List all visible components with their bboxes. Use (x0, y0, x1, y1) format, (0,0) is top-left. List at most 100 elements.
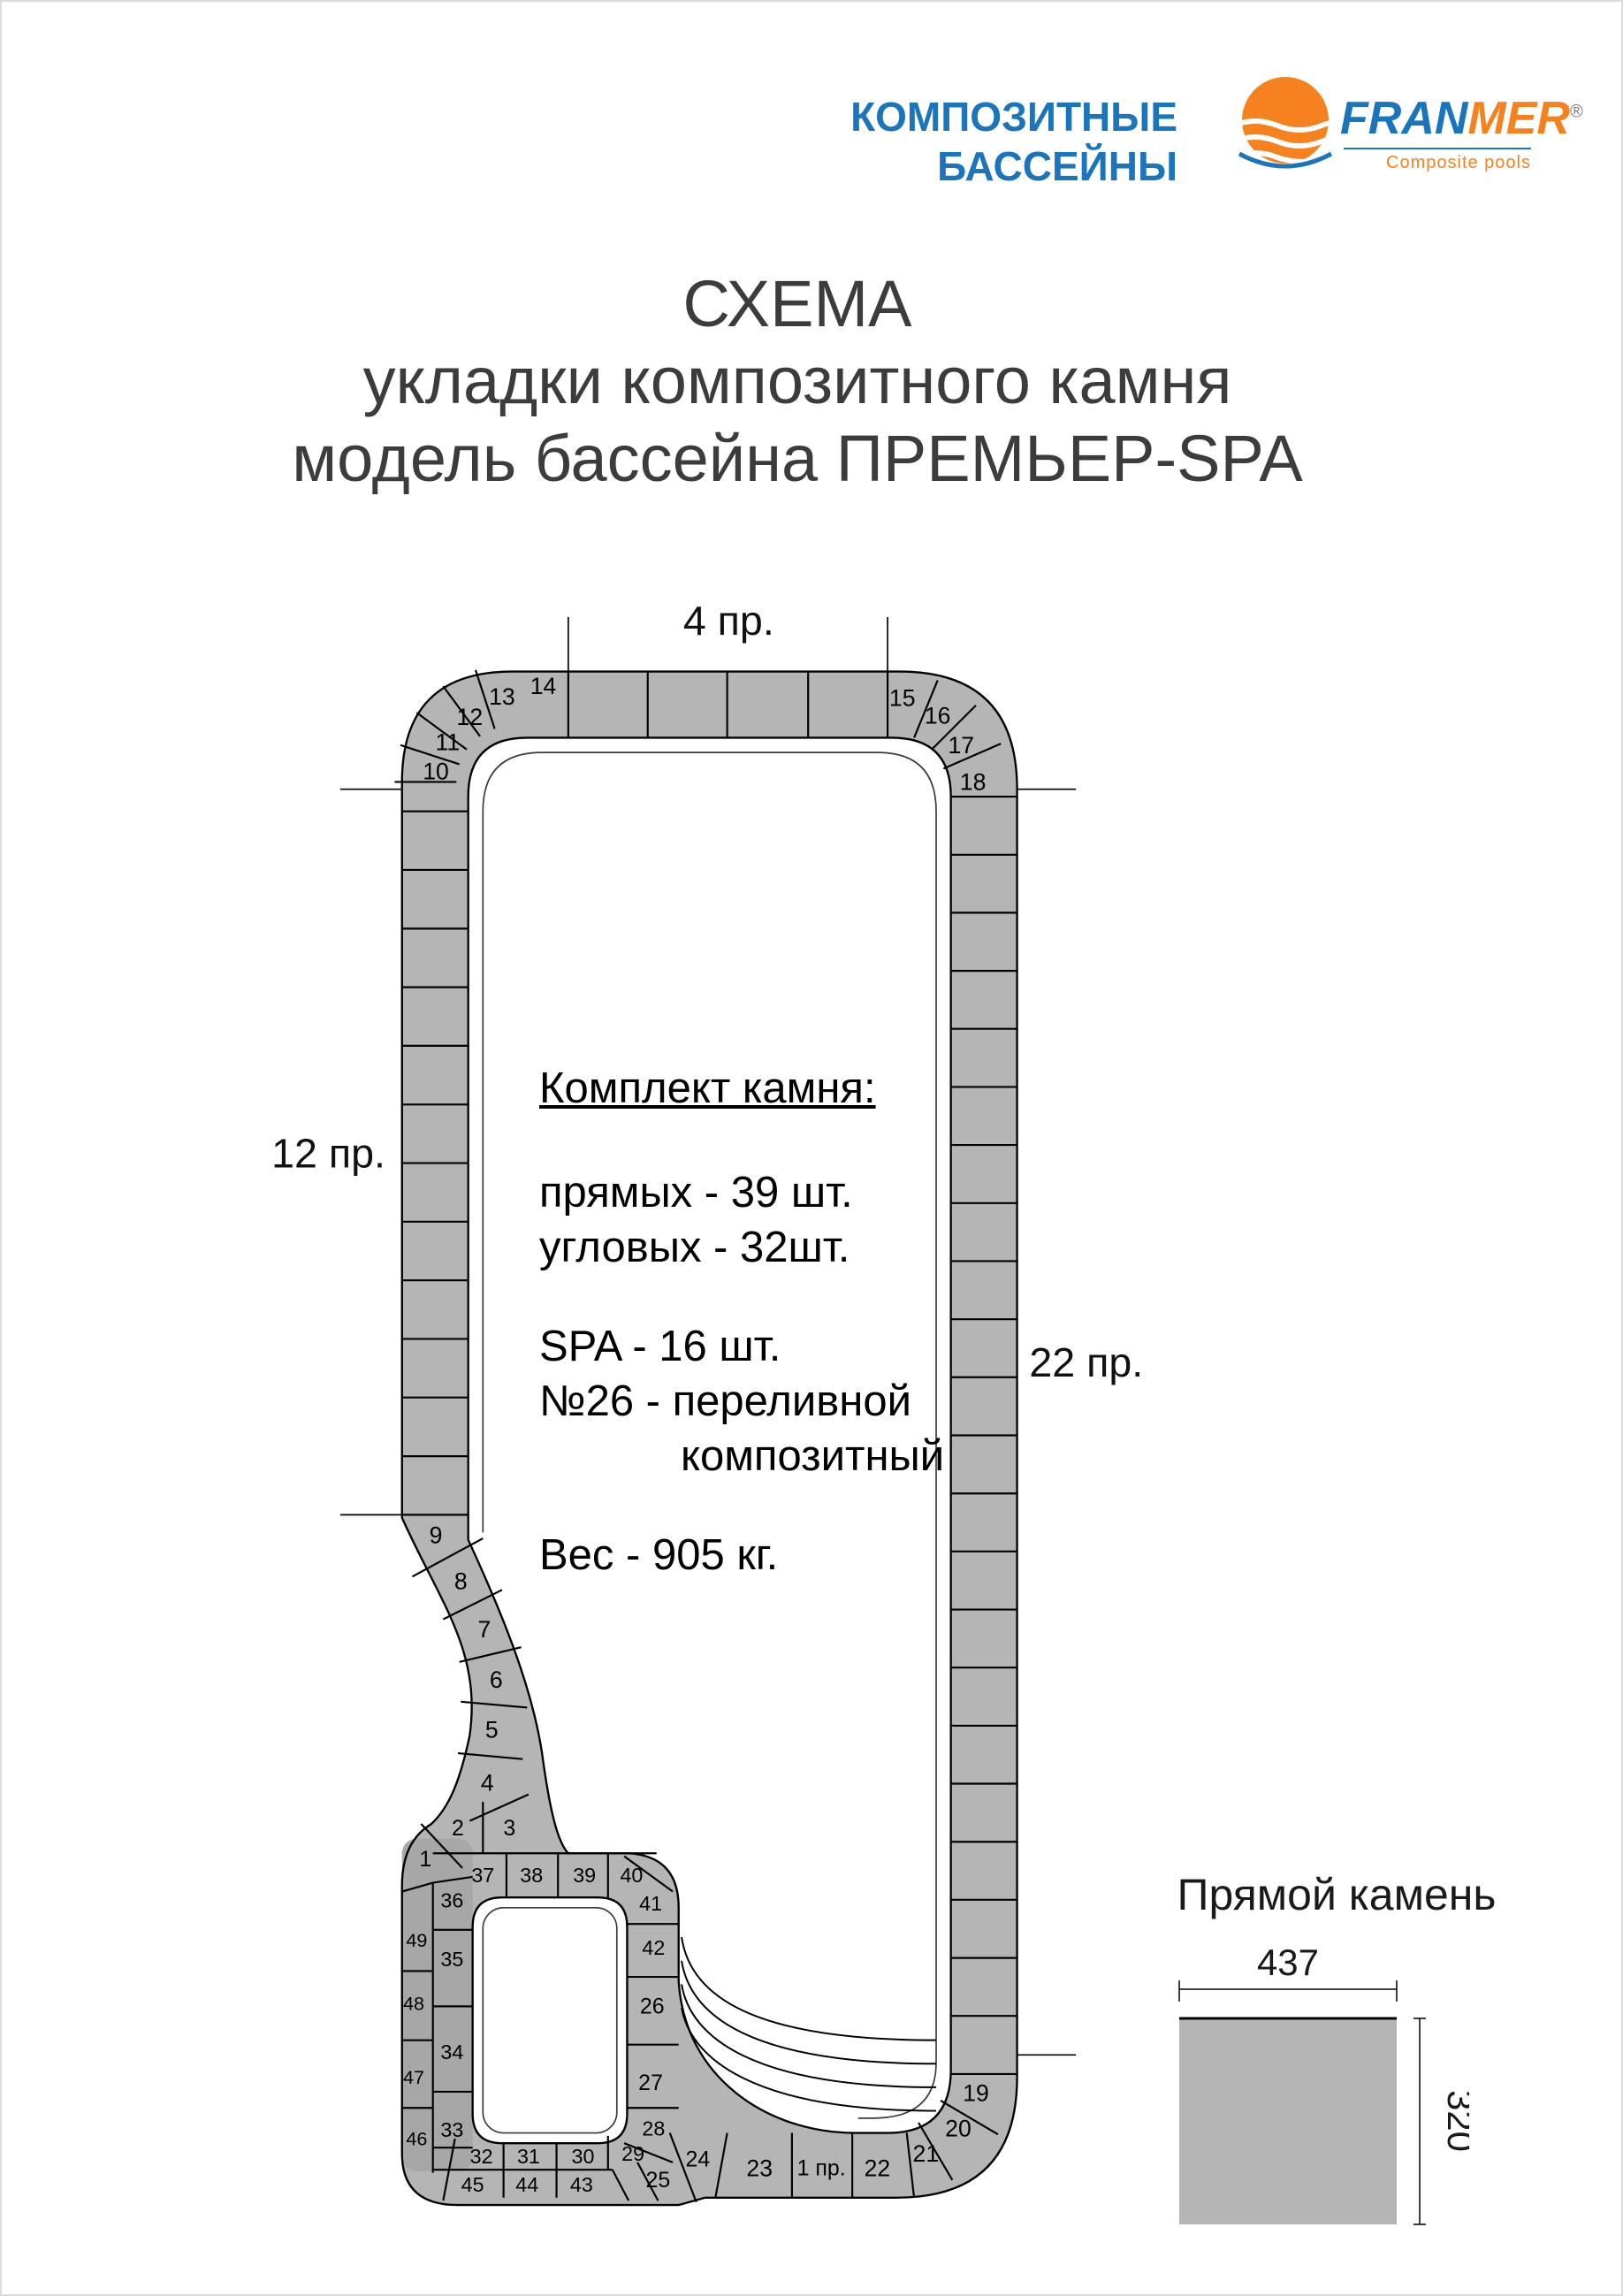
stone-divider (442, 2138, 456, 2201)
stone-number-25: 25 (646, 2168, 671, 2193)
stone-divider (931, 705, 977, 751)
stone-number-48: 48 (403, 1993, 424, 2015)
stone-number-24: 24 (685, 2147, 710, 2171)
stone-number-23: 23 (746, 2155, 773, 2181)
stone-divider (411, 1537, 484, 1578)
info-spa: SPA - 16 шт. (539, 1323, 781, 1370)
stone-number-5: 5 (485, 1716, 499, 1743)
stone-divider (469, 1793, 530, 1822)
stone-number-33: 33 (440, 2118, 463, 2141)
stone-number-10: 10 (423, 759, 449, 785)
stone-divider (442, 685, 481, 737)
stone-divider (611, 2169, 630, 2201)
stone-number-8: 8 (454, 1568, 468, 1594)
stone-number-47: 47 (403, 2066, 424, 2088)
spacer (539, 1275, 944, 1319)
info-overflow-2: композитный (681, 1432, 945, 1480)
stone-number-12: 12 (457, 704, 484, 730)
stone-divider (942, 743, 1002, 770)
brand-fran: FRAN (1340, 93, 1468, 144)
stone-number-29: 29 (621, 2142, 644, 2165)
stone-number-9: 9 (430, 1522, 443, 1549)
brand-subtitle: Composite pools (1344, 148, 1531, 173)
info-overflow-1: №26 - переливной (539, 1377, 911, 1425)
spa-shell-line (482, 1907, 618, 2134)
stone-number-28: 28 (642, 2117, 665, 2140)
stone-divider (459, 1646, 522, 1663)
stone-divider (905, 2132, 916, 2198)
stone-kit-info: Комплект камня: прямых - 39 шт. угловых … (539, 1061, 944, 1583)
sun-waves-icon (1238, 77, 1333, 169)
stone-divider (636, 2162, 659, 2201)
stone-number-41: 41 (639, 1892, 662, 1915)
label-right-count: 22 пр. (1029, 1339, 1143, 1385)
stone-number-16: 16 (925, 702, 951, 728)
stone-divider (442, 1589, 503, 1621)
stone-number-36: 36 (440, 1889, 463, 1912)
stone-number-15: 15 (889, 685, 916, 712)
water-arc (1238, 151, 1333, 169)
stone-number-26: 26 (640, 1994, 665, 2018)
stone-divider (415, 712, 468, 751)
stone-number-46: 46 (406, 2128, 427, 2150)
stone-number-27: 27 (638, 2071, 663, 2095)
title-line3: модель бассейна ПРЕМЬЕР-SPA (292, 421, 1303, 495)
tagline-line1: КОМПОЗИТНЫЕ (850, 94, 1177, 140)
tagline-line2: БАССЕЙНЫ (937, 143, 1177, 190)
stone-number-19: 19 (963, 2080, 989, 2107)
stone-number-6: 6 (490, 1667, 503, 1693)
stone-divider (918, 2122, 954, 2181)
stone-number-21: 21 (913, 2140, 940, 2167)
stone-number-7: 7 (478, 1616, 491, 1643)
stone-number-18: 18 (960, 768, 987, 795)
stone-number-3: 3 (503, 1816, 515, 1841)
stone-number-30: 30 (572, 2145, 595, 2168)
width-value: 437 (1257, 1941, 1319, 1983)
stone-number-11: 11 (436, 728, 461, 755)
pool-shell-line (482, 751, 937, 2119)
stone-divider (420, 1823, 463, 1869)
height-value: 320 (1440, 2090, 1469, 2152)
stone-number-32: 32 (470, 2145, 493, 2168)
title-line1: СХЕМА (682, 267, 912, 340)
registered-mark: ® (1569, 102, 1583, 122)
stone-divider (668, 2132, 697, 2203)
brand-mer: MER (1467, 93, 1570, 144)
stone-band-outline (400, 670, 1018, 2207)
sun-circle (1242, 77, 1329, 164)
spa-dark-stones (401, 1838, 473, 2171)
stone-rect (1179, 2018, 1397, 2224)
stone-divider (940, 2099, 999, 2136)
stone-number-14: 14 (530, 673, 557, 699)
stone-divider (432, 1875, 473, 1884)
label-top-count: 4 пр. (683, 598, 774, 644)
stone-number-38: 38 (520, 1864, 543, 1887)
stone-number-45: 45 (461, 2173, 484, 2196)
brand-wordmark: FRANMER® (1340, 92, 1583, 145)
stone-number-44: 44 (515, 2173, 538, 2196)
stone-divider (474, 669, 496, 729)
stone-divider (400, 744, 461, 766)
stone-number-17: 17 (949, 732, 975, 759)
stone-number-20: 20 (945, 2116, 972, 2142)
stone-divider (714, 2132, 728, 2198)
stone-number-13: 13 (489, 683, 515, 710)
stone-divider (623, 1855, 674, 1893)
stone-divider (913, 680, 939, 738)
stone-divider (401, 1881, 434, 1893)
info-corner: угловых - 32шт. (539, 1224, 850, 1271)
stone-divider (623, 2142, 674, 2163)
stone-number-2: 2 (452, 1816, 464, 1841)
stone-number-31: 31 (517, 2145, 540, 2168)
stone-number-1: 1 (419, 1847, 431, 1872)
dimension-lines (339, 616, 1077, 2056)
stone-number-1pr: 1 пр. (797, 2155, 846, 2180)
page-title: СХЕМА укладки композитного камня модель … (2, 265, 1593, 497)
stone-dividers (394, 669, 1017, 2203)
info-straight: прямых - 39 шт. (539, 1169, 853, 1217)
stone-number-43: 43 (570, 2173, 593, 2196)
stone-divider (457, 1751, 523, 1760)
